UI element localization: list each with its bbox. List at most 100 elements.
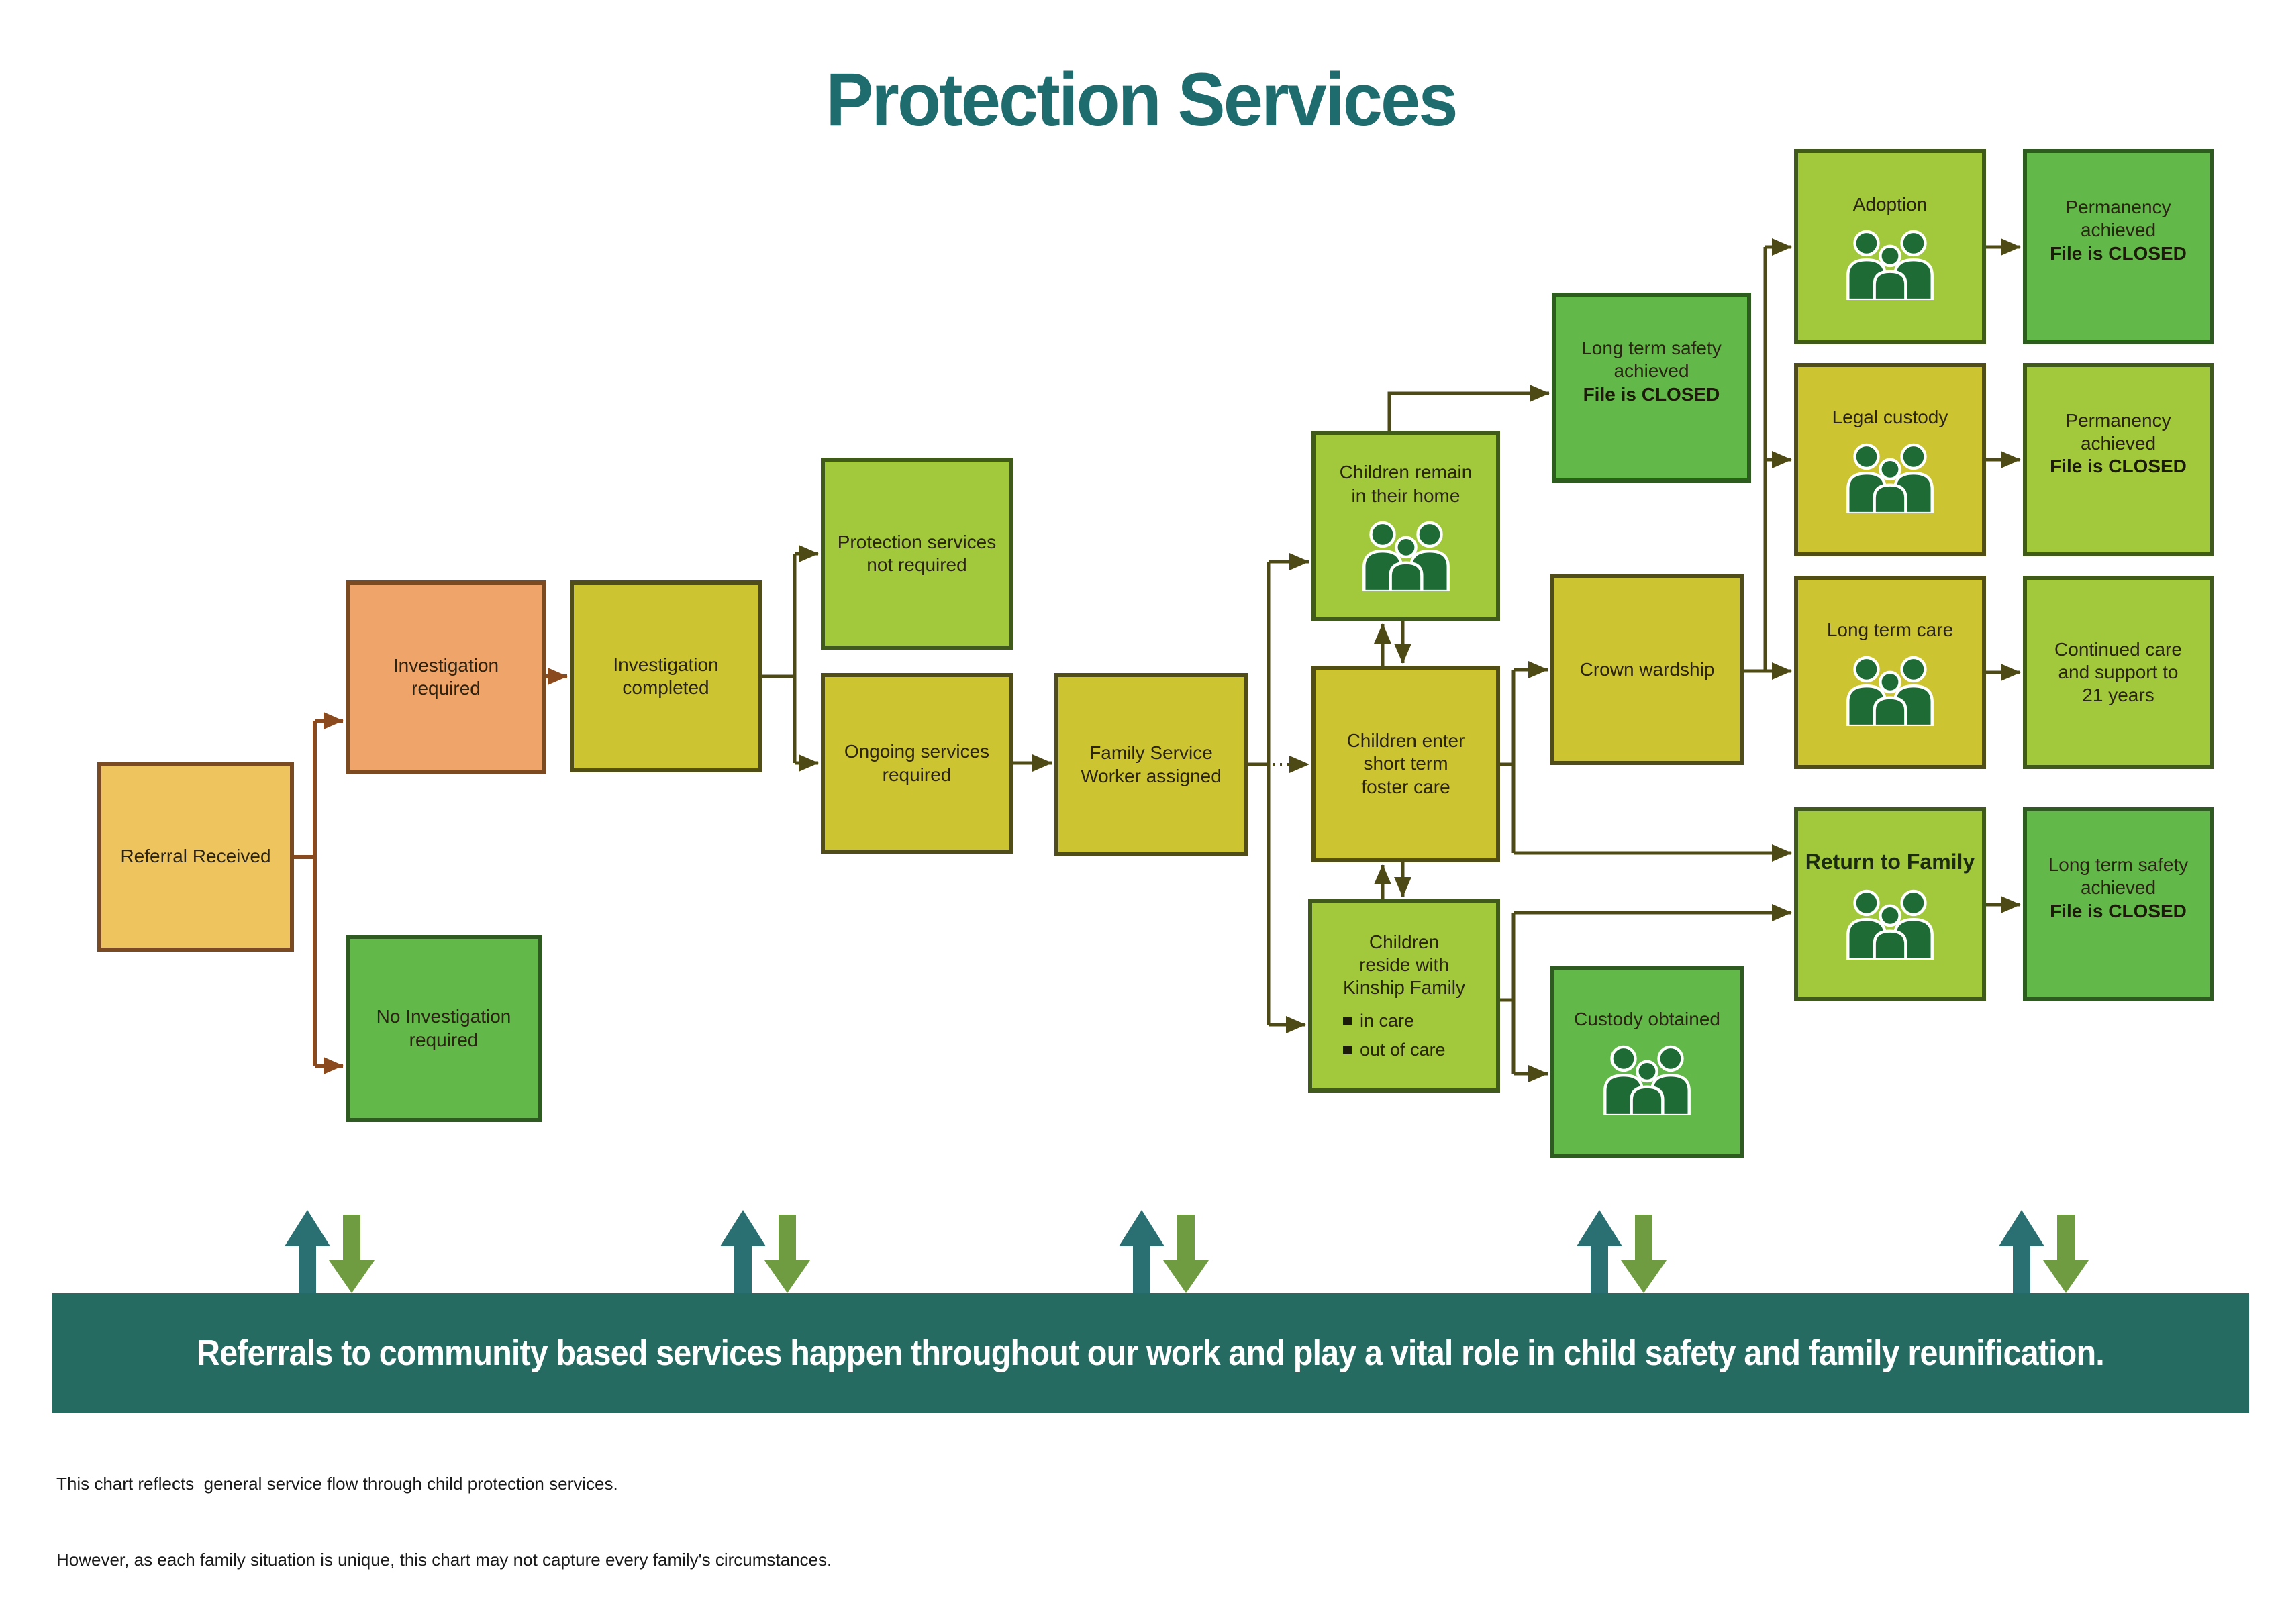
node-return-to-family: Return to Family (1794, 807, 1986, 1001)
label-line: Protection services (837, 531, 997, 552)
node-label: Crown wardship (1580, 658, 1715, 681)
file-closed-label: File is CLOSED (1583, 383, 1720, 405)
referral-down-arrow (329, 1215, 375, 1293)
referral-up-arrow (1999, 1210, 2044, 1293)
node-label: Adoption (1853, 193, 1928, 216)
family-icon (1356, 521, 1456, 591)
label-line: completed (622, 677, 709, 698)
footnote-line-2: However, as each family situation is uni… (56, 1550, 832, 1570)
label-line: Long term safety (2048, 854, 2189, 876)
referral-down-arrow (1163, 1215, 1209, 1293)
family-icon (1840, 443, 1940, 513)
page-title: Protection Services (826, 58, 1458, 142)
bullet-item: in care (1343, 1010, 1446, 1032)
label-line: Children remain (1339, 462, 1473, 483)
label-line: Children (1369, 931, 1440, 952)
flow-connectors (285, 238, 2089, 1293)
bullet-text: in care (1360, 1011, 1415, 1031)
label-line: No Investigation (376, 1006, 511, 1027)
square-bullet-icon (1343, 1046, 1352, 1055)
node-label: Custody obtained (1574, 1008, 1720, 1031)
node-referral: Referral Received (97, 762, 294, 952)
referral-up-arrow (1577, 1210, 1622, 1293)
file-closed-label: File is CLOSED (2050, 456, 2187, 477)
referral-up-arrow (1119, 1210, 1164, 1293)
node-adoption: Adoption (1794, 149, 1986, 344)
banner-text: Referrals to community based services ha… (197, 1333, 2105, 1373)
label-line: Continued care (2054, 638, 2182, 660)
label-line: Custody obtained (1574, 1009, 1720, 1030)
label-line: Kinship Family (1342, 977, 1466, 999)
label-line: achieved (2080, 219, 2156, 241)
label-line: not required (866, 554, 967, 575)
label-line: Adoption (1852, 193, 1928, 215)
node-custody-obtained: Custody obtained (1550, 966, 1744, 1158)
family-icon (1840, 656, 1940, 726)
label-line: 21 years (2082, 684, 2154, 706)
label-line: required (409, 1029, 479, 1050)
referrals-banner: Referrals to community based services ha… (52, 1293, 2249, 1413)
family-icon (1597, 1045, 1697, 1115)
label-line: short term (1363, 753, 1448, 774)
label-line: reside with (1359, 954, 1449, 975)
referral-down-arrow (1621, 1215, 1667, 1293)
label-line: achieved (2080, 432, 2156, 454)
label-line: foster care (1361, 776, 1450, 797)
family-icon (1840, 889, 1940, 960)
label-line: Crown wardship (1579, 658, 1715, 680)
label-line: Permanency (2065, 409, 2171, 431)
label-line: Long term safety (1581, 338, 1722, 359)
node-long-term-care: Long term care (1794, 576, 1986, 769)
label-line: achieved (2080, 877, 2156, 899)
label-line: Long term care (1826, 619, 1954, 641)
label-line: Children enter (1346, 730, 1465, 752)
label-line: Return to Family (1805, 850, 1975, 874)
care-status-bullets: in care out of care (1343, 1010, 1446, 1061)
edge-remain-to-longterm-safety (1387, 385, 1550, 431)
referral-up-arrow (720, 1210, 766, 1293)
square-bullet-icon (1343, 1017, 1352, 1026)
protection-services-infographic: Protection Services (52, 58, 2249, 1570)
node-label: Return to Family (1805, 849, 1975, 875)
footnote: This chart reflects general service flow… (56, 1421, 832, 1624)
label-line: achieved (1614, 360, 1689, 382)
label-line: Worker assigned (1081, 765, 1222, 786)
family-icon (1840, 230, 1940, 300)
label-line: Investigation (393, 654, 499, 676)
referral-up-arrow (285, 1210, 330, 1293)
bullet-text: out of care (1360, 1039, 1446, 1060)
node-crown-wardship: Crown wardship (1550, 574, 1744, 765)
node-legal-custody: Legal custody (1794, 363, 1986, 556)
bullet-item: out of care (1343, 1039, 1446, 1061)
referral-down-arrow (2043, 1215, 2089, 1293)
label-line: in their home (1351, 485, 1460, 506)
node-label: Legal custody (1832, 406, 1948, 429)
label-line: Investigation (613, 654, 719, 675)
label-line: Family Service (1089, 742, 1213, 764)
label-line: required (882, 764, 952, 785)
